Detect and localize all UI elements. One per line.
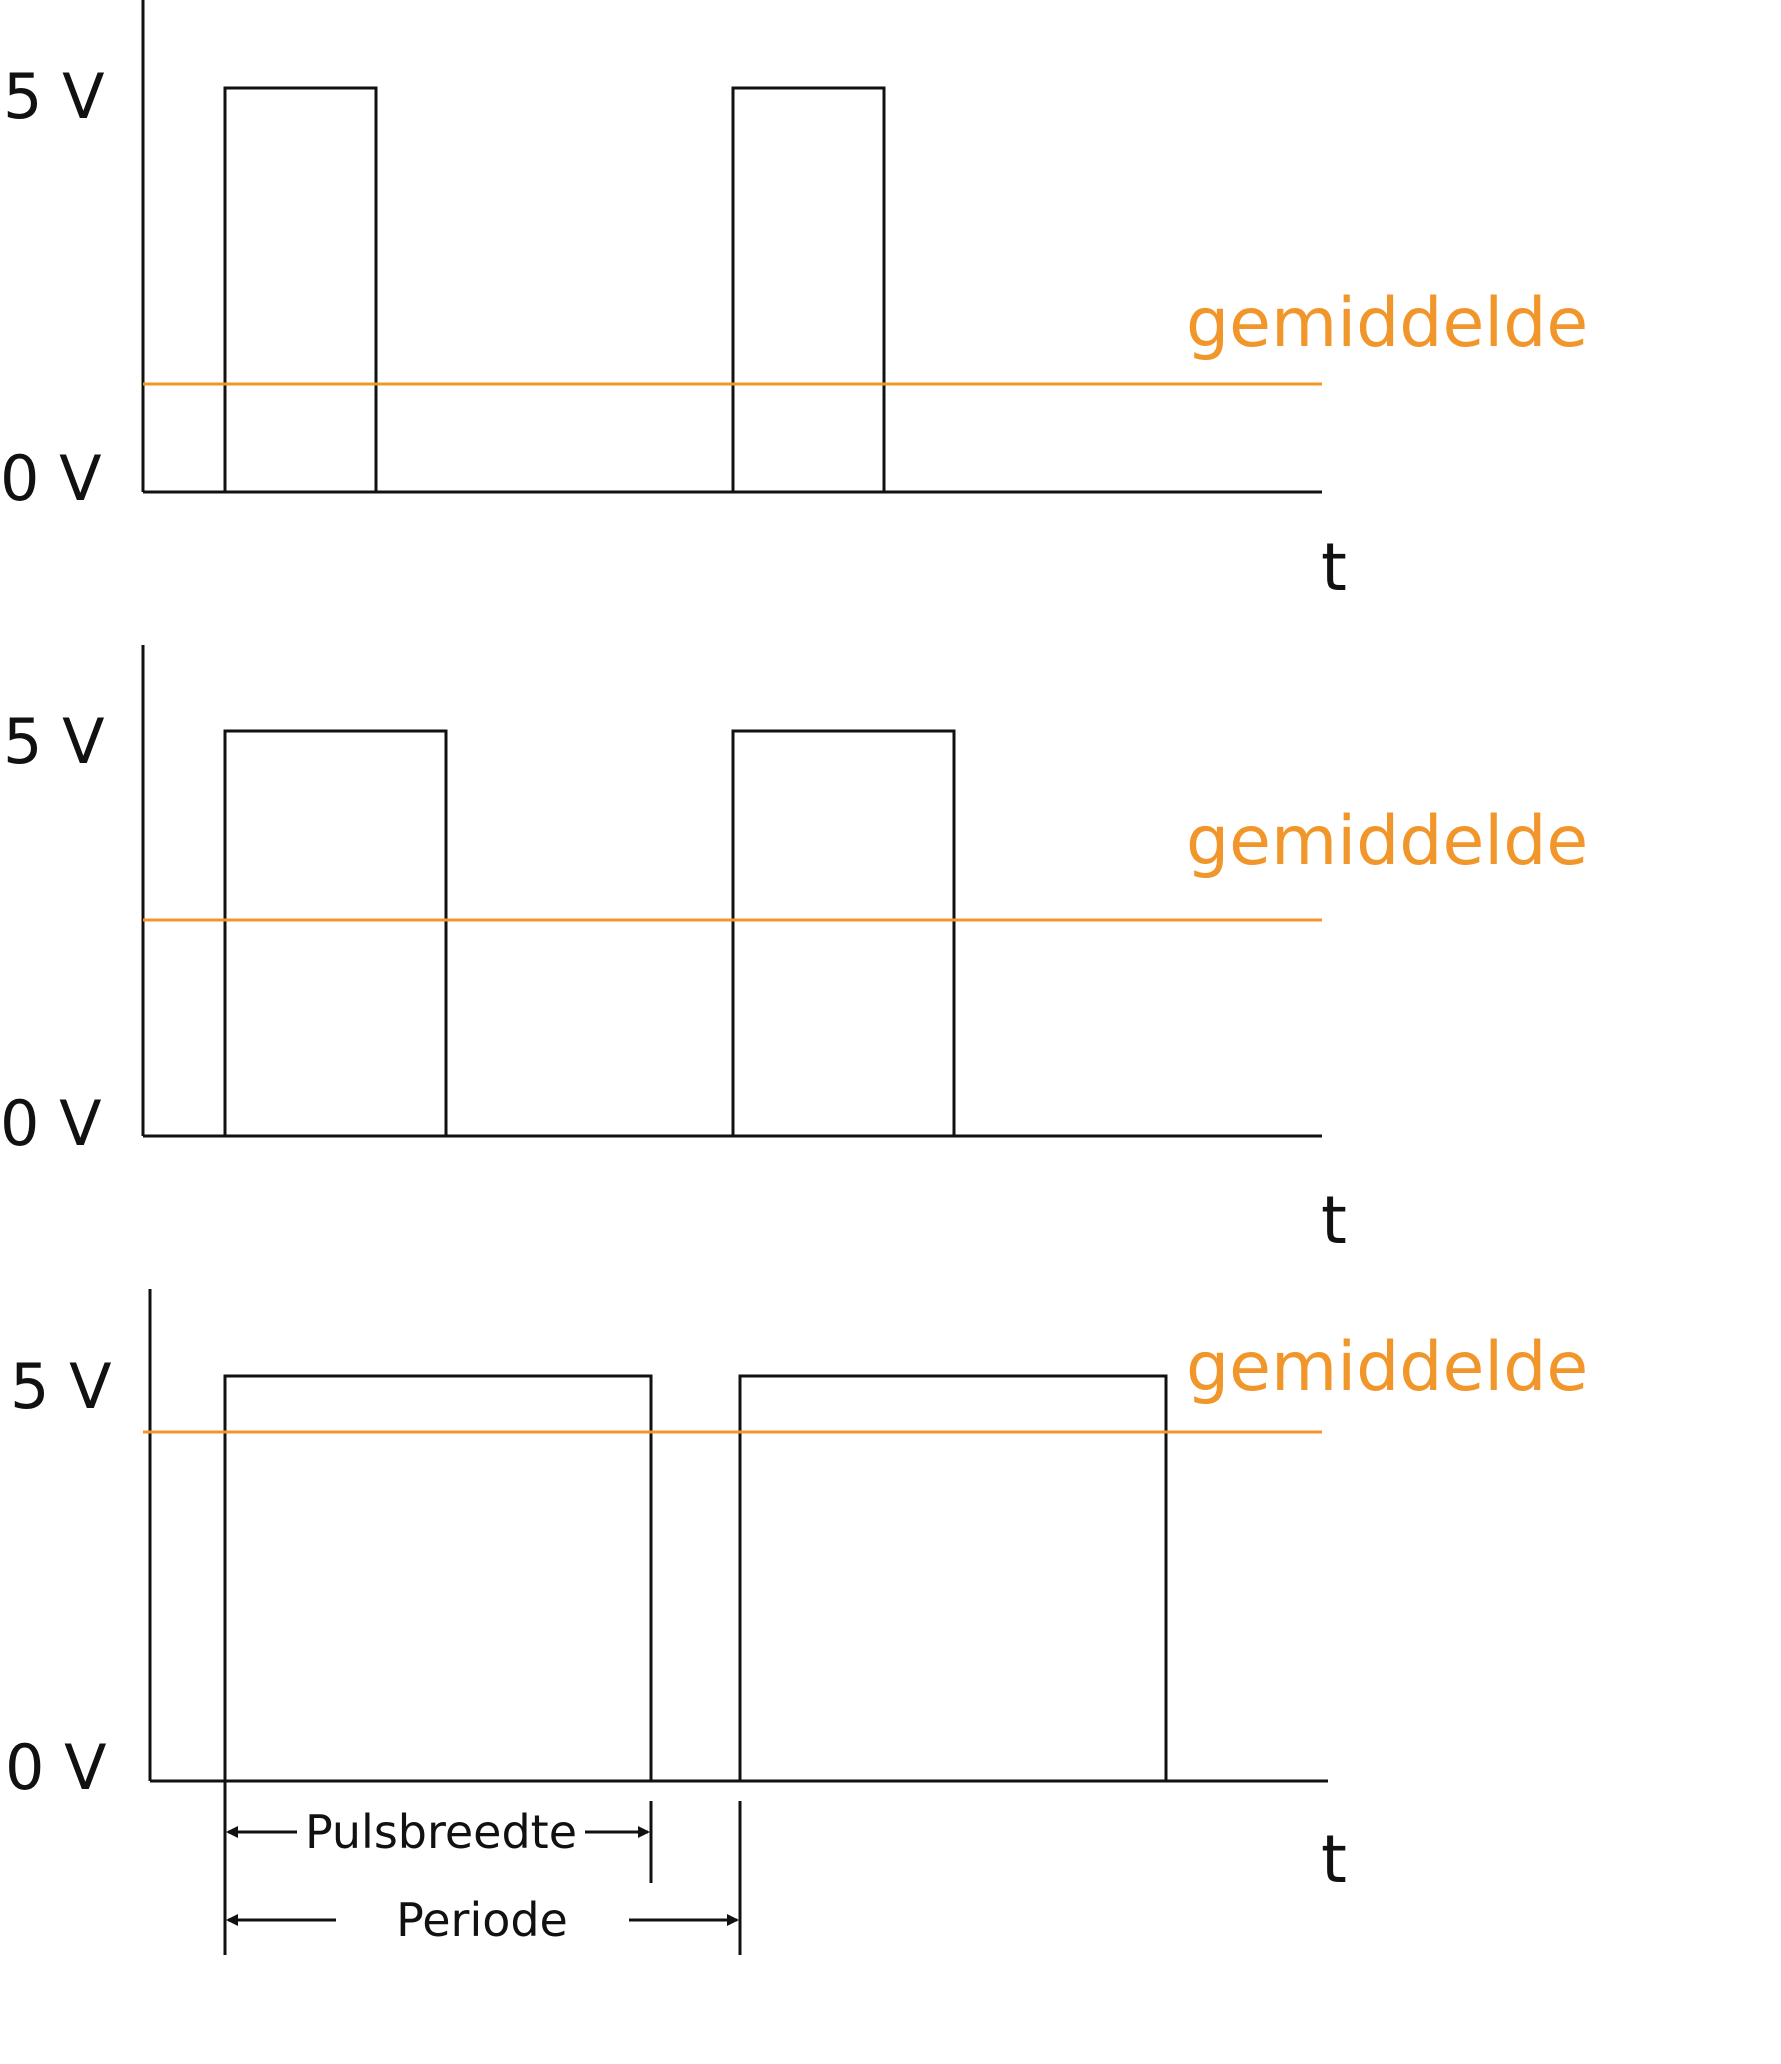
high-voltage-label: 5 V <box>10 1350 112 1423</box>
pulse-1 <box>223 86 378 492</box>
time-label: t <box>1321 1182 1347 1259</box>
high-voltage-label: 5 V <box>3 705 105 778</box>
pulse-2 <box>731 86 886 492</box>
average-label: gemiddelde <box>1186 802 1588 881</box>
pulse-1 <box>223 729 448 1136</box>
time-label: t <box>1321 529 1347 606</box>
average-label: gemiddelde <box>1186 1328 1588 1407</box>
average-label: gemiddelde <box>1186 284 1588 363</box>
pulse-width-label: Pulsbreedte <box>305 1805 577 1859</box>
pulse-2 <box>731 729 956 1136</box>
pwm-panel-1: 5 V 0 V t gemiddelde <box>0 0 1588 606</box>
pulse-1 <box>223 1374 653 1781</box>
pulse-2 <box>738 1374 1168 1781</box>
time-label: t <box>1321 1821 1347 1898</box>
low-voltage-label: 0 V <box>0 1087 102 1160</box>
period-label: Periode <box>396 1893 568 1947</box>
high-voltage-label: 5 V <box>3 60 105 133</box>
pulse-width-dimension: Pulsbreedte <box>223 1781 653 1955</box>
period-dimension: Periode <box>226 1801 742 1955</box>
low-voltage-label: 0 V <box>0 442 102 515</box>
pwm-panel-2: 5 V 0 V t gemiddelde <box>0 645 1588 1259</box>
low-voltage-label: 0 V <box>5 1731 107 1804</box>
pwm-panel-3: 5 V 0 V t gemiddelde Pulsbreedte Periode <box>5 1289 1588 1955</box>
